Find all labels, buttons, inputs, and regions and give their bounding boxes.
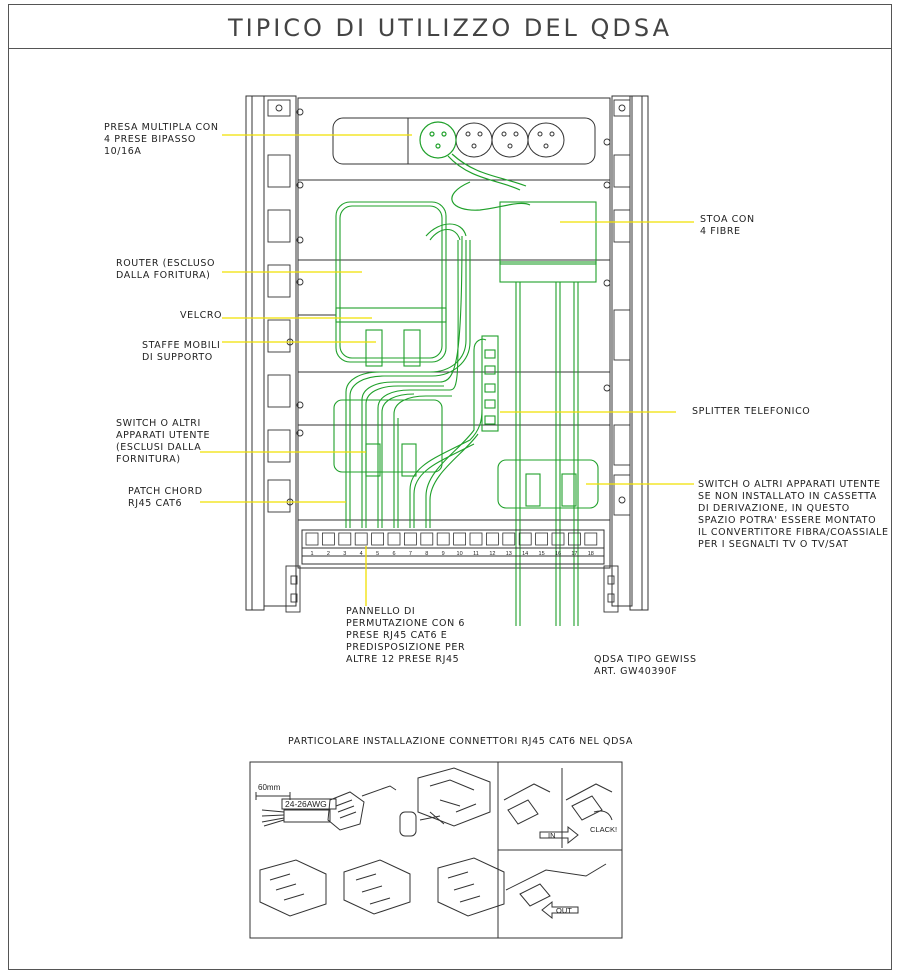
label-pannello: PANNELLO DI PERMUTAZIONE CON 6 PRESE RJ4… (346, 606, 466, 665)
dim-60mm: 60mm (258, 783, 281, 792)
leader-lines (200, 134, 694, 606)
patch-port (518, 532, 532, 546)
patch-port (584, 532, 598, 546)
label-staffe: STAFFE MOBILI DI SUPPORTO (142, 340, 221, 363)
port-number: 7 (409, 551, 412, 557)
port-number: 15 (539, 551, 545, 557)
patch-port (420, 532, 434, 546)
port-number: 11 (473, 551, 479, 557)
detail-caption: PARTICOLARE INSTALLAZIONE CONNETTORI RJ4… (288, 736, 633, 747)
patch-port (387, 532, 401, 546)
label-patch-chord: PATCH CHORD RJ45 CAT6 (128, 486, 203, 509)
label-splitter: SPLITTER TELEFONICO (692, 406, 811, 417)
port-number: 3 (343, 551, 346, 557)
page-title: TIPICO DI UTILIZZO DEL QDSA (227, 14, 673, 42)
title-rule (8, 48, 892, 49)
patch-panel (301, 529, 605, 565)
direction-arrows (539, 810, 613, 920)
port-number: 18 (588, 551, 594, 557)
connector-sketches (259, 767, 613, 917)
patch-port (305, 532, 319, 546)
patch-port (469, 532, 483, 546)
label-switch-right: SWITCH O ALTRI APPARATI UTENTE SE NON IN… (698, 479, 889, 550)
patch-port (535, 532, 548, 546)
label-router: ROUTER (ESCLUSO DALLA FORITURA) (116, 258, 216, 281)
patch-port (502, 532, 516, 546)
label-switch-left: SWITCH O ALTRI APPARATI UTENTE (ESCLUSI … (116, 418, 211, 465)
port-number: 16 (555, 551, 561, 557)
label-stoa: STOA CON 4 FIBRE (700, 214, 755, 237)
label-qdsa: QDSA TIPO GEWISS ART. GW40390F (594, 654, 697, 677)
label-velcro: VELCRO (180, 310, 223, 321)
patch-port (338, 532, 352, 546)
patch-port (354, 532, 368, 546)
port-number: 6 (392, 551, 395, 557)
patch-port (551, 532, 565, 546)
port-number: 2 (327, 551, 330, 557)
patch-port (485, 532, 499, 546)
port-number: 4 (360, 551, 363, 557)
patch-port (568, 532, 581, 546)
port-number: 5 (376, 551, 379, 557)
port-number: 9 (442, 551, 445, 557)
power-strip (332, 117, 596, 165)
patch-panel-ports (305, 532, 598, 546)
label-presa-multipla: PRESA MULTIPLA CON 4 PRESE BIPASSO 10/16… (104, 122, 219, 157)
port-number: 14 (522, 551, 528, 557)
rail-clips (267, 99, 631, 516)
awg-box (281, 798, 337, 810)
detail-box (249, 761, 623, 939)
bottom-brackets (285, 565, 619, 613)
router-plug (419, 121, 531, 211)
patch-cables (345, 223, 487, 528)
patch-port (403, 532, 417, 546)
patch-port (371, 532, 385, 546)
router (335, 201, 447, 367)
telephone-splitter (481, 335, 499, 432)
port-number: 12 (489, 551, 495, 557)
stoa (499, 201, 597, 626)
port-number: 1 (310, 551, 313, 557)
cable-strip-illustration (255, 792, 331, 827)
switch-right (497, 459, 599, 509)
patch-port (453, 532, 467, 546)
drawing-frame (8, 4, 892, 970)
patch-port (436, 532, 450, 546)
port-number: 8 (425, 551, 428, 557)
clack-label: CLACK! (590, 825, 617, 834)
port-number: 17 (571, 551, 577, 557)
port-number: 13 (506, 551, 512, 557)
out-label: OUT (556, 906, 572, 915)
patch-port (321, 532, 335, 546)
port-number: 10 (457, 551, 463, 557)
in-label: IN (548, 831, 556, 840)
awg-label: 24-26AWG (285, 799, 327, 809)
